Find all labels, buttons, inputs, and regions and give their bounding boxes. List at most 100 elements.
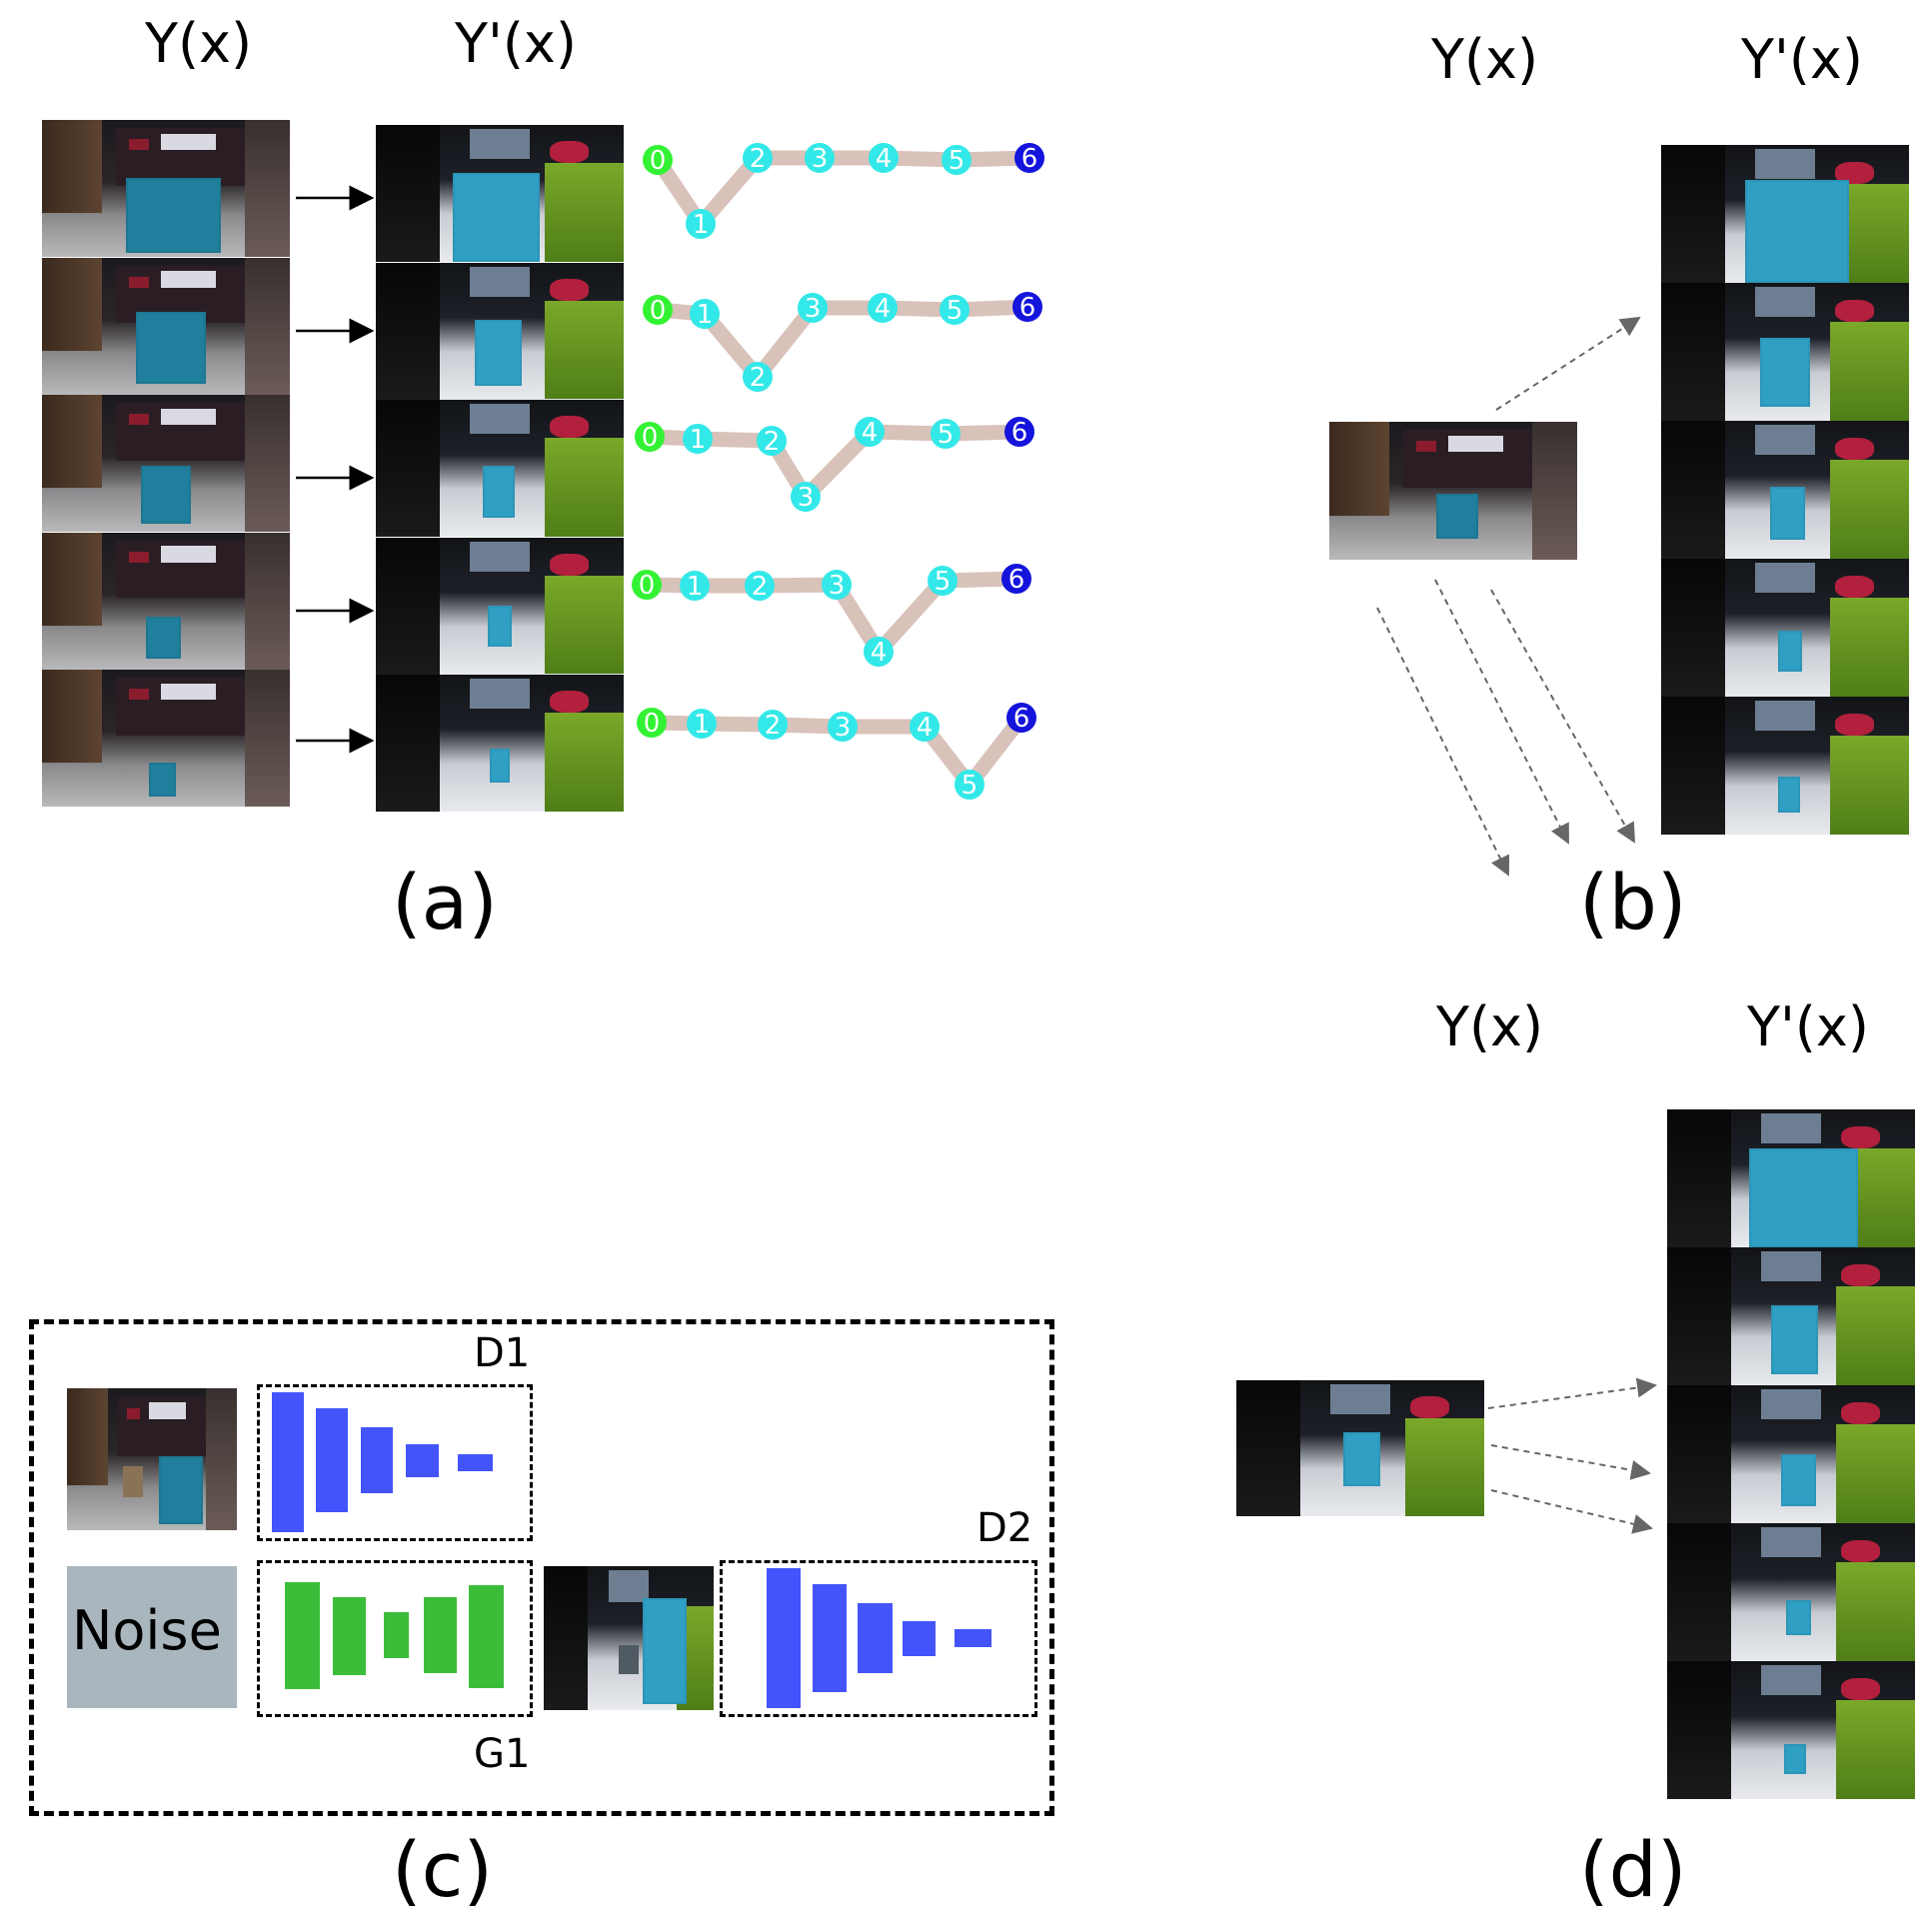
graph-node (928, 566, 958, 596)
graph-node (757, 426, 787, 456)
graph-node-label: 2 (764, 427, 781, 457)
panel-c-noise-box (67, 1566, 237, 1708)
graph-node (758, 710, 788, 740)
panel-b-generated-frame (1661, 697, 1909, 835)
graph-node-label: 0 (639, 571, 656, 601)
graph-node (791, 482, 821, 512)
graph-node (931, 419, 961, 449)
graph-node (828, 712, 858, 742)
graph-node (686, 209, 716, 239)
cube-object (1777, 777, 1800, 813)
graph-node-label: 2 (752, 572, 769, 602)
graph-node (805, 143, 835, 173)
graph-node (940, 295, 969, 325)
graph-node-label: 0 (644, 709, 661, 739)
graph-node (910, 712, 940, 742)
panel-a-generated-frame (376, 675, 624, 812)
panel-b-letter: (b) (1579, 858, 1687, 947)
graph-node-label: 3 (812, 144, 829, 174)
panel-a-input-frame (42, 395, 290, 532)
graph-node-label: 6 (1013, 704, 1030, 734)
panel-d-generated-frame (1667, 1661, 1915, 1799)
panel-c-d2-box (720, 1560, 1037, 1717)
cube-object (1781, 1454, 1816, 1507)
cube-object (136, 312, 206, 384)
cube-object (1783, 1743, 1806, 1775)
graph-node (743, 143, 773, 173)
graph-node-label: 3 (798, 483, 815, 513)
panel-a-input-frame (42, 532, 290, 670)
graph-node-label: 5 (947, 296, 964, 326)
graph-node-label: 2 (765, 711, 782, 741)
cube-object (490, 748, 510, 784)
cube-object (482, 465, 515, 518)
graph-node (683, 424, 713, 454)
graph-node-label: 4 (917, 713, 934, 743)
cube-object (126, 177, 221, 253)
panel-a-generated-frame (376, 262, 624, 400)
graph-node (690, 299, 720, 329)
panel-d-generated-frame (1667, 1247, 1915, 1385)
graph-path (639, 571, 1024, 660)
graph-node (955, 770, 984, 800)
graph-node (680, 571, 710, 601)
cube-object (1748, 1147, 1858, 1247)
panel-c-d2-label: D2 (976, 1505, 1033, 1551)
graph-node (1014, 143, 1044, 173)
panel-b-yprime-header: Y'(x) (1741, 28, 1863, 91)
graph-node-label: 3 (805, 294, 822, 324)
graph-node (942, 145, 971, 175)
graph-node-label: 1 (693, 210, 710, 240)
panel-a-y-header: Y(x) (145, 12, 253, 75)
dashed-arrow-icon (1495, 316, 1641, 411)
panel-c-noise-label: Noise (72, 1599, 222, 1662)
graph-node (1006, 703, 1036, 733)
graph-node-label: 0 (650, 146, 667, 176)
panel-d-yprime-header: Y'(x) (1747, 995, 1869, 1058)
dashed-arrow-icon (1490, 1489, 1653, 1534)
cube-object (487, 606, 513, 648)
dashed-arrow-icon (1487, 1377, 1657, 1409)
graph-node-label: 5 (949, 146, 965, 176)
graph-node-label: 3 (829, 571, 846, 601)
dashed-arrow-icon (1376, 607, 1510, 877)
panel-d-input-frame (1236, 1380, 1484, 1516)
panel-a-letter: (a) (392, 858, 498, 947)
graph-node-label: 6 (1011, 418, 1028, 448)
graph-node-label: 0 (642, 423, 659, 453)
graph-node (864, 637, 894, 667)
graph-node (1001, 564, 1031, 594)
cube-object (1760, 338, 1810, 408)
panel-b-generated-frame (1661, 145, 1909, 283)
graph-path (650, 299, 1035, 385)
panel-b-generated-frame (1661, 559, 1909, 697)
graph-node-label: 6 (1008, 565, 1025, 595)
graph-node (869, 143, 899, 173)
panel-a-generated-frame (376, 537, 624, 675)
panel-a-yprime-header: Y'(x) (455, 12, 577, 75)
panel-c-d1-label: D1 (474, 1330, 531, 1376)
cube-object (148, 763, 176, 798)
graph-node-label: 5 (962, 771, 978, 801)
graph-node (637, 708, 667, 738)
panel-a-generated-frame (376, 125, 624, 262)
panel-b-y-header: Y(x) (1431, 28, 1539, 91)
graph-node (855, 417, 885, 447)
graph-path (650, 150, 1037, 232)
panel-d-letter: (d) (1579, 1825, 1687, 1914)
panel-a-input-frame (42, 257, 290, 395)
graph-node-label: 5 (935, 567, 952, 597)
graph-node (643, 145, 673, 175)
cube-object (1777, 630, 1803, 673)
cube-object (141, 466, 191, 524)
panel-c-g1-box (257, 1560, 533, 1717)
cube-object (1770, 487, 1805, 540)
graph-node (745, 571, 775, 601)
graph-path (642, 424, 1027, 505)
graph-node-label: 6 (1019, 293, 1036, 323)
graph-node (868, 293, 898, 323)
panel-c-real-image (67, 1388, 237, 1530)
